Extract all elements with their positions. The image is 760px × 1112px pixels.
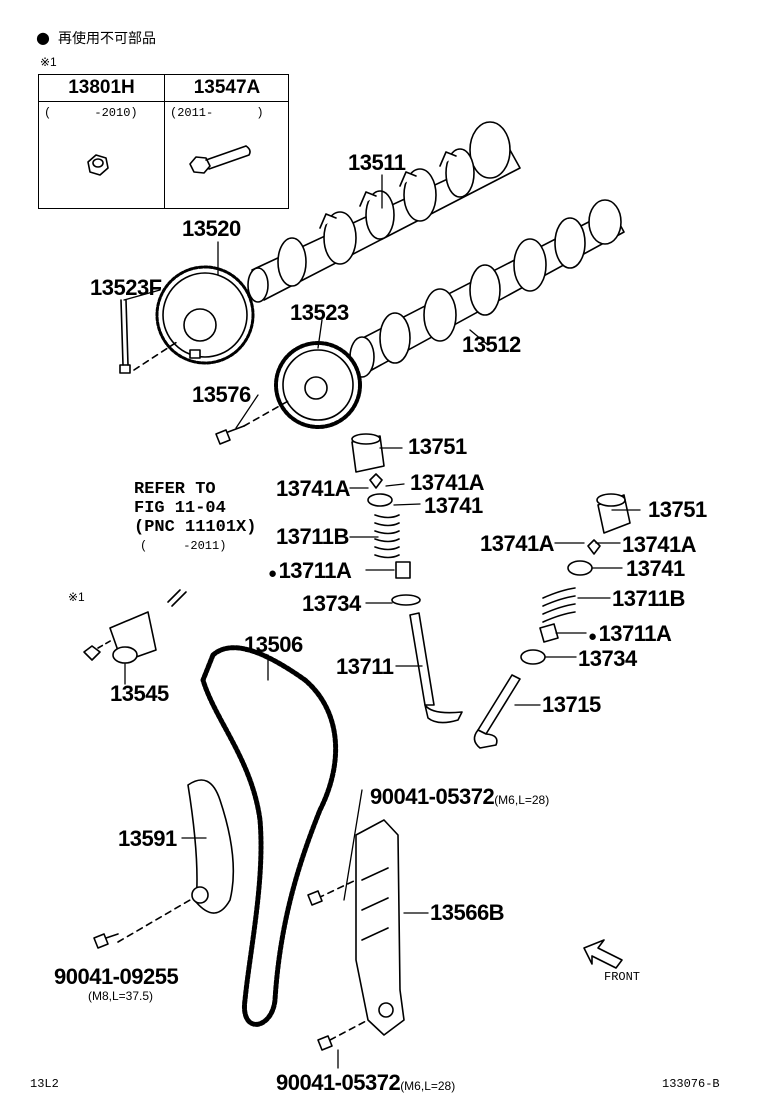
part-label-13512[interactable]: 13512 (462, 332, 521, 357)
valve-13715 (473, 674, 521, 749)
seal-13711a-b (539, 623, 559, 643)
part-label-13711b[interactable]: 13711B (612, 586, 685, 611)
part-label-13741a[interactable]: 13741A (276, 476, 351, 501)
assembly-guide-line (133, 339, 291, 427)
part-label-13711b[interactable]: 13711B (276, 524, 349, 549)
part-label-13751[interactable]: 13751 (408, 434, 467, 459)
front-arrow-icon (583, 939, 623, 969)
refer-line-1: REFER TO (134, 480, 216, 499)
nut-13801h-icon (83, 645, 101, 661)
part-label-13734[interactable]: 13734 (578, 646, 637, 671)
part-label-13741[interactable]: 13741 (626, 556, 685, 581)
ref-table-header: 13801H (39, 75, 164, 102)
refer-line-3[interactable]: (PNC 11101X) (134, 518, 257, 537)
leader-lines (123, 174, 641, 1069)
sprocket-13523 (274, 341, 362, 429)
lifter-13751b (596, 493, 631, 534)
ref-table-col: 13801H ( -2010) (39, 75, 164, 208)
bolt-label-left[interactable]: 90041-09255 (54, 964, 179, 989)
bolt-part-number: 90041-05372 (370, 784, 495, 809)
part-label-13715[interactable]: 13715 (542, 692, 601, 717)
timing-chain-13506 (200, 645, 339, 1027)
bolt-spec-left: (M8,L=37.5) (88, 989, 154, 1003)
part-label-13523[interactable]: 13523 (290, 300, 349, 325)
non-reusable-dot-icon: ● (268, 565, 277, 582)
bolt-spec: (M6,L=28) (494, 793, 550, 807)
bolt-part-number: 90041-05372 (276, 1070, 401, 1095)
ref-table-range: ( -2010) (44, 106, 138, 120)
washer-13734-a (391, 594, 421, 606)
lifter-13751a (351, 433, 385, 473)
spring-13711b-b (542, 587, 576, 623)
washer-13734-b (520, 649, 546, 665)
keeper-13741a (369, 473, 383, 489)
tensioner-13545 (109, 589, 187, 664)
part-label-13741a[interactable]: 13741A (410, 470, 485, 495)
non-reusable-dot-icon: ● (36, 28, 50, 47)
part-label-13741a[interactable]: 13741A (480, 531, 555, 556)
ref-table-range: (2011- ) (170, 106, 264, 120)
part-label-13711a[interactable]: ●13711A (268, 558, 352, 583)
ref-table-col: 13547A (2011- ) (164, 75, 289, 208)
bolt-13523f-icon (119, 299, 131, 374)
part-label-13711[interactable]: 13711 (336, 654, 394, 679)
footer-code-right: 133076-B (662, 1077, 720, 1091)
camshaft-13511 (247, 121, 521, 303)
reference-mark: ※1 (68, 590, 85, 604)
legend: ● 再使用不可部品 (36, 28, 156, 48)
refer-line-2[interactable]: FIG 11-04 (134, 499, 226, 518)
part-label-13576[interactable]: 13576 (192, 382, 251, 407)
spring-13711b-a (374, 514, 400, 559)
chain-guide-13591 (187, 779, 235, 914)
bolt-90041-05372-top-icon (307, 890, 323, 906)
part-label-13511[interactable]: 13511 (348, 150, 406, 175)
part-label-13523f[interactable]: 13523F (90, 275, 162, 300)
ref-table-header: 13547A (165, 75, 289, 102)
part-label-13741[interactable]: 13741 (424, 493, 483, 518)
retainer-13741a (367, 493, 393, 507)
refer-line-4: ( -2011) (140, 539, 227, 553)
bolt-90041-05372-bottom-icon (317, 1035, 333, 1051)
bolt-label-bottom[interactable]: 90041-05372(M6,L=28) (276, 1072, 455, 1094)
vvt-gear-13520 (155, 265, 255, 365)
bolt-spec: (M6,L=28) (400, 1079, 456, 1093)
bolt-90041-09255-icon (93, 933, 119, 949)
non-reusable-dot-icon: ● (588, 628, 597, 645)
footer-code-left: 13L2 (30, 1077, 59, 1091)
reference-table: 13801H ( -2010) 13547A (2011- ) (38, 74, 289, 209)
part-label-13734[interactable]: 13734 (302, 591, 361, 616)
bolt-label-top[interactable]: 90041-05372(M6,L=28) (370, 786, 549, 808)
chain-guide-13566b (355, 819, 405, 1036)
part-label-13506[interactable]: 13506 (244, 632, 303, 657)
part-label-text: 13711A (278, 558, 352, 583)
part-label-13545[interactable]: 13545 (110, 681, 169, 706)
retainer-13741-b (567, 560, 593, 576)
bolt-13547a-icon (189, 145, 251, 174)
valve-13711 (409, 612, 463, 724)
part-label-13591[interactable]: 13591 (118, 826, 177, 851)
front-direction-label: FRONT (604, 970, 641, 984)
nut-13801h-icon (87, 154, 109, 176)
part-label-13711a[interactable]: ●13711A (588, 621, 672, 646)
reference-mark: ※1 (40, 55, 57, 69)
part-label-13566b[interactable]: 13566B (430, 900, 505, 925)
legend-text: 再使用不可部品 (57, 31, 156, 47)
bolt-13576-icon (215, 425, 245, 445)
part-label-13751[interactable]: 13751 (648, 497, 707, 522)
part-label-13741a[interactable]: 13741A (622, 532, 697, 557)
part-label-text: 13711A (598, 621, 672, 646)
keeper-13741a-b (587, 539, 601, 555)
part-label-13520[interactable]: 13520 (182, 216, 241, 241)
seal-13711a-a (395, 561, 411, 579)
